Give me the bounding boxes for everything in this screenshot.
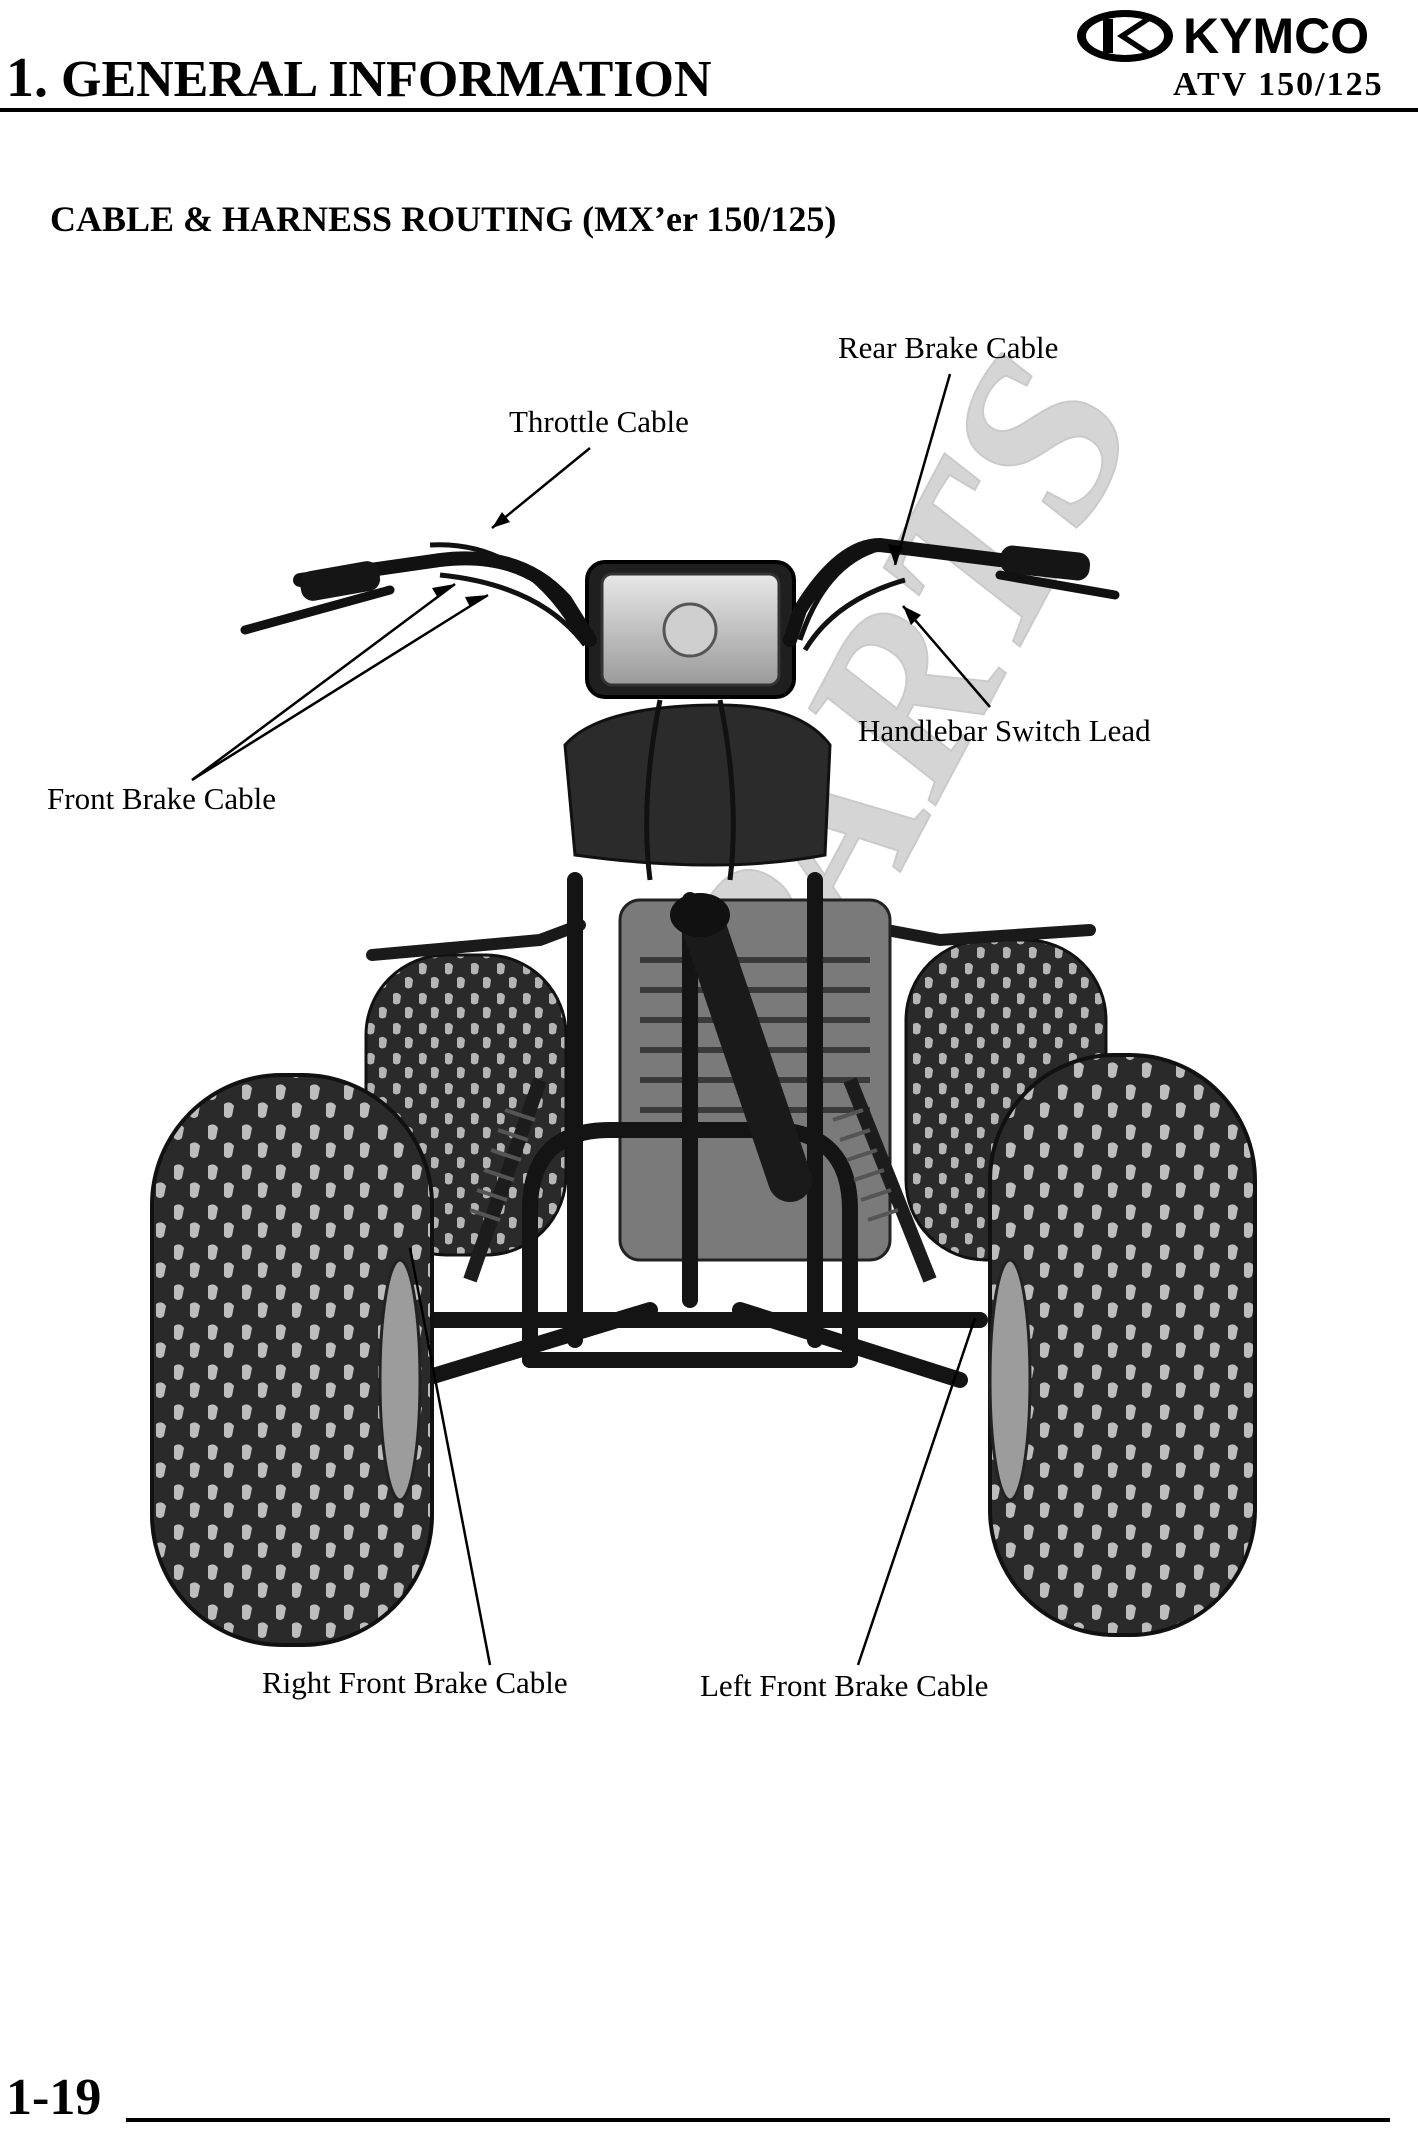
section-number: 1. [6,47,48,109]
frame [392,872,988,1388]
handlebar-grips [299,545,1091,601]
model-label: ATV 150/125 [1173,66,1384,103]
kymco-logo-text: KYMCO [1183,8,1369,64]
callout-throttle-cable: Throttle Cable [509,404,689,439]
callout-leaders [191,373,991,1666]
brake-levers [240,570,1120,635]
page-number: 1-19 [6,2069,102,2126]
leader-left-front-brake-cable [856,1317,977,1666]
cable-bundle [429,542,906,881]
headlight [585,560,796,699]
kymco-logo-mark [1077,10,1173,62]
callout-left-front-brake-cable: Left Front Brake Cable [700,1668,989,1703]
callout-arrowheads [432,512,921,625]
front-left-tire [988,1053,1257,1637]
leader-front-brake-cable-a [191,582,456,782]
callout-rear-brake-cable: Rear Brake Cable [838,330,1059,365]
front-right-tire [150,1073,434,1647]
callout-front-brake-cable: Front Brake Cable [47,781,277,816]
leader-throttle-cable [491,447,591,529]
fuel-tank [563,703,832,867]
callout-handlebar-switch-lead: Handlebar Switch Lead [858,713,1151,748]
section-title-text: GENERAL INFORMATION [61,51,712,108]
front-shocks [463,1077,937,1283]
diagram-title: CABLE & HARNESS ROUTING (MX’er 150/125) [50,199,837,239]
leader-rear-brake-cable [893,373,952,566]
leader-front-brake-cable-b [191,593,489,782]
footer-rule [126,2118,1390,2122]
section-title: 1. GENERAL INFORMATION [6,46,712,110]
leader-handlebar-switch-lead [902,605,991,708]
header-rule [0,108,1418,112]
air-intake-tube [670,893,812,1202]
kymco-logo: KYMCO [1077,8,1369,64]
callout-right-front-brake-cable: Right Front Brake Cable [262,1665,568,1700]
leader-right-front-brake-cable [408,1247,492,1666]
